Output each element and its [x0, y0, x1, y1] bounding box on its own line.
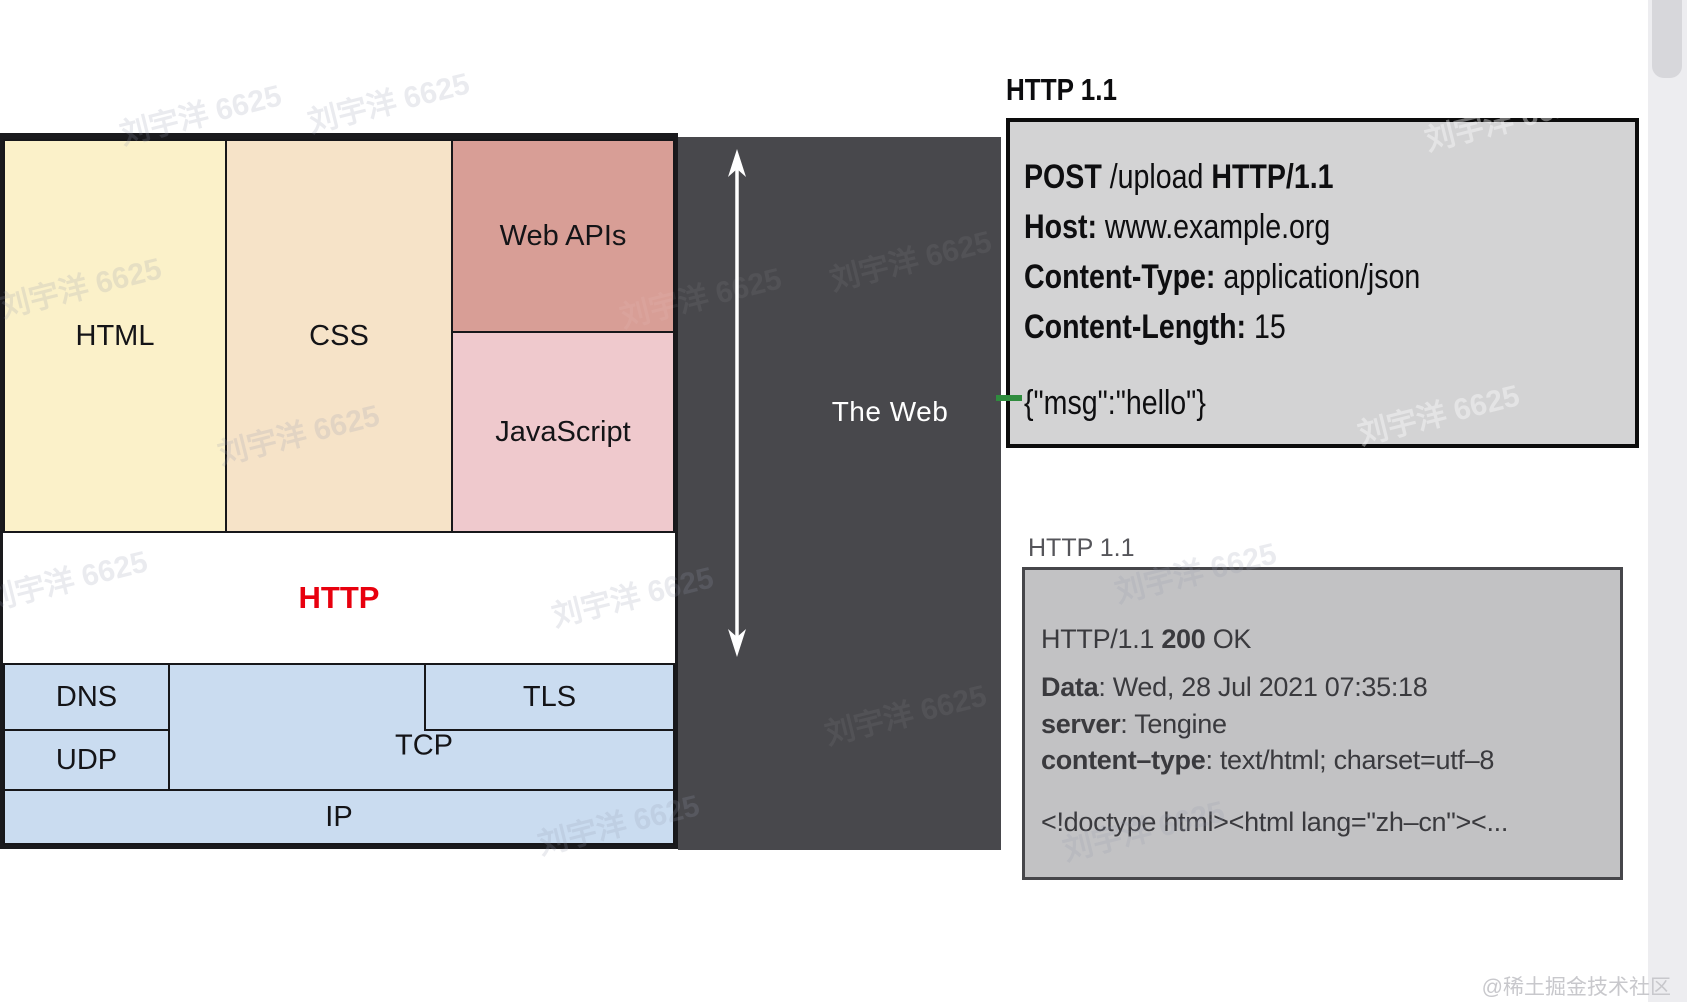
javascript-box: JavaScript: [451, 331, 675, 533]
css-box: CSS: [225, 139, 453, 533]
response-panel-title: HTTP 1.1: [1028, 534, 1135, 562]
request-header-host: Host: www.example.org: [1024, 208, 1331, 246]
the-web-label: The Web: [831, 396, 949, 427]
request-header-content-length: Content-Length: 15: [1024, 308, 1286, 346]
tls-label: TLS: [522, 680, 577, 713]
udp-label: UDP: [55, 743, 118, 776]
request-connector-dash: [996, 395, 1022, 401]
request-header-content-type: Content-Type: application/json: [1024, 258, 1421, 296]
ip-box: IP: [3, 789, 675, 845]
site-credit-watermark: @稀土掘金技术社区: [1481, 976, 1671, 999]
response-header-content-type: content–type: text/html; charset=utf–8: [1041, 745, 1495, 775]
http-label: HTTP: [298, 580, 380, 615]
scrollbar-thumb[interactable]: [1652, 0, 1682, 78]
response-header-server: server: Tengine: [1041, 709, 1227, 739]
css-label: CSS: [309, 319, 369, 352]
http-response-box: HTTP/1.1 200 OK Data: Wed, 28 Jul 2021 0…: [1022, 567, 1623, 880]
response-status-line: HTTP/1.1 200 OK: [1041, 624, 1252, 654]
udp-box: UDP: [3, 729, 170, 791]
html-label: HTML: [75, 319, 155, 352]
html-box: HTML: [3, 139, 227, 533]
ip-label: IP: [325, 800, 353, 833]
javascript-label: JavaScript: [495, 415, 631, 448]
dns-label: DNS: [55, 680, 118, 713]
the-web-region: [678, 137, 1001, 850]
double-arrow-icon: [728, 149, 746, 657]
response-header-date: Data: Wed, 28 Jul 2021 07:35:18: [1041, 672, 1428, 702]
request-line: POST /upload HTTP/1.1: [1024, 158, 1334, 196]
dns-box: DNS: [3, 663, 170, 731]
author-watermark: 刘宇洋 6625: [304, 67, 473, 140]
web-apis-box: Web APIs: [451, 139, 675, 333]
tls-box: TLS: [424, 663, 675, 731]
request-body: {"msg":"hello"}: [1024, 384, 1206, 422]
web-apis-label: Web APIs: [499, 219, 627, 252]
http-request-box: POST /upload HTTP/1.1 Host: www.example.…: [1006, 118, 1639, 448]
page-right-gutter: [1648, 0, 1687, 1002]
request-panel-title: HTTP 1.1: [1006, 72, 1117, 107]
response-body: <!doctype html><html lang="zh–cn"><...: [1041, 807, 1509, 837]
tcp-label: TCP: [395, 729, 453, 762]
http-layer-row: HTTP: [3, 533, 675, 663]
